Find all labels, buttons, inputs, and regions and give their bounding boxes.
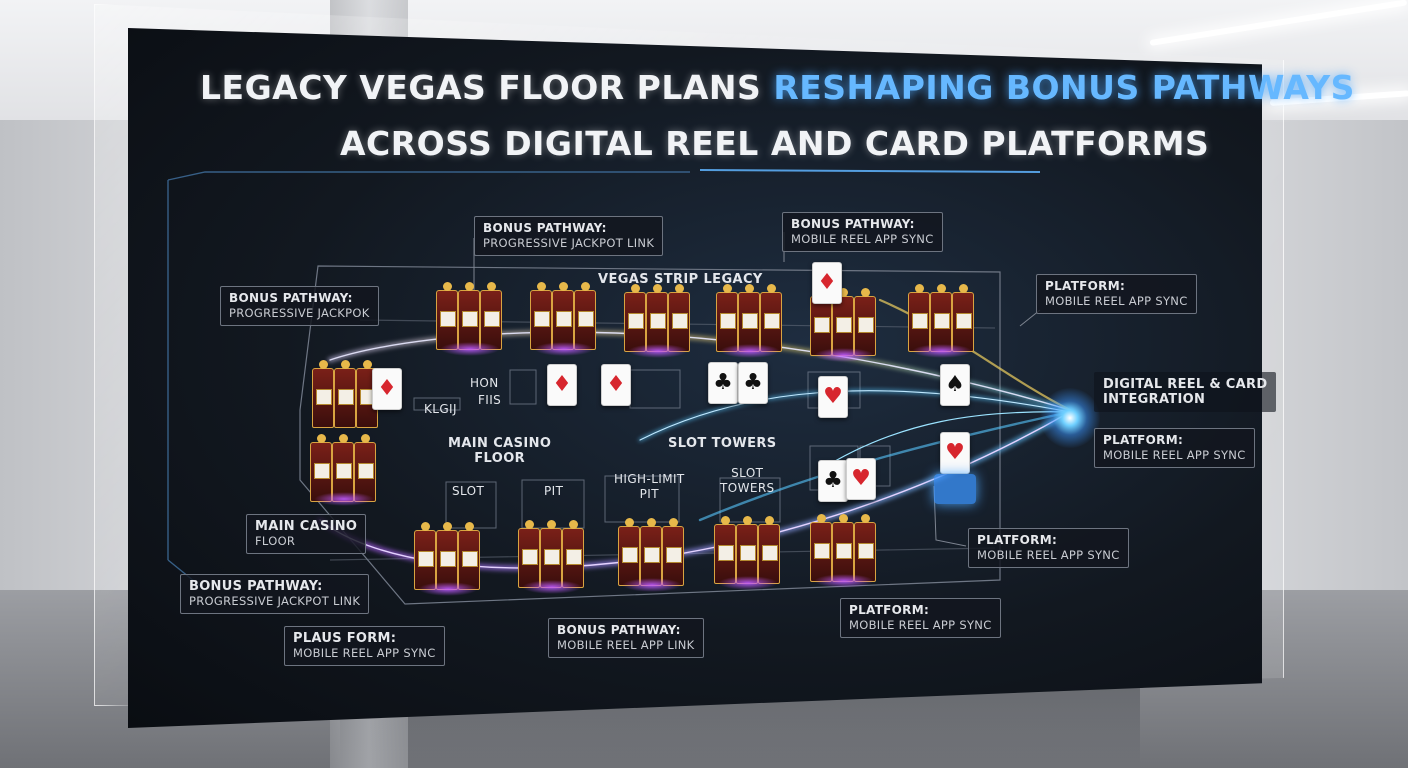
callout-sub: PROGRESSIVE JACKPOT LINK xyxy=(483,236,655,250)
card-club-icon: ♣ xyxy=(818,460,848,502)
callout-sub: MOBILE REEL APP SYNC xyxy=(849,618,992,632)
zone-fiis: FIIS xyxy=(478,393,502,407)
zone-main-casino: MAIN CASINO FLOOR xyxy=(448,436,551,466)
callout-main-floor: MAIN CASINO FLOOR xyxy=(246,514,367,554)
zone-high-limit-pit: HIGH-LIMIT PIT xyxy=(614,472,685,502)
callout-heading: BONUS PATHWAY: xyxy=(229,291,353,305)
callout-top-center: BONUS PATHWAY: PROGRESSIVE JACKPOT LINK xyxy=(474,216,664,256)
zone-pit: PIT xyxy=(544,484,564,498)
callout-bottom-left: PLAUS FORM: MOBILE REEL APP SYNC xyxy=(284,626,445,666)
title-line-1: LEGACY VEGAS FLOOR PLANS RESHAPING BONUS… xyxy=(200,68,1355,107)
zone-slot: SLOT xyxy=(452,484,485,498)
zone-high-limit-line1: HIGH-LIMIT xyxy=(614,472,685,486)
callout-heading: BONUS PATHWAY: xyxy=(483,221,607,235)
card-club-icon: ♣ xyxy=(738,362,768,404)
callout-right-low: PLATFORM: MOBILE REEL APP SYNC xyxy=(968,528,1129,568)
zone-hon: HON xyxy=(470,376,499,390)
callout-heading: PLATFORM: xyxy=(849,603,930,617)
title-line-1-blue: RESHAPING BONUS PATHWAYS xyxy=(773,68,1355,107)
callout-heading: BONUS PATHWAY: xyxy=(557,623,681,637)
card-heart-icon: ♥ xyxy=(940,432,970,474)
mobile-device-icon xyxy=(934,474,976,504)
callout-heading: MAIN CASINO xyxy=(255,519,358,534)
callout-heading: PLATFORM: xyxy=(1045,279,1126,293)
card-diamond-icon: ♦ xyxy=(812,262,842,304)
callout-sub: FLOOR xyxy=(255,534,296,548)
callout-heading: DIGITAL REEL & CARD xyxy=(1103,377,1268,392)
callout-bottom-right: PLATFORM: MOBILE REEL APP SYNC xyxy=(840,598,1001,638)
zone-main-casino-line1: MAIN CASINO xyxy=(448,436,552,451)
zone-slot-towers-lower-line2: TOWERS xyxy=(720,481,775,495)
callout-top-right: BONUS PATHWAY: MOBILE REEL APP SYNC xyxy=(782,212,943,252)
title-line-1-white: LEGACY VEGAS FLOOR PLANS xyxy=(200,68,762,107)
zone-high-limit-line2: PIT xyxy=(639,487,659,501)
integration-hub-icon xyxy=(1040,388,1100,448)
callout-sub: MOBILE REEL APP SYNC xyxy=(791,232,934,246)
card-heart-icon: ♥ xyxy=(818,376,848,418)
callout-sub: MOBILE REEL APP LINK xyxy=(557,638,695,652)
callout-right-upper: PLATFORM: MOBILE REEL APP SYNC xyxy=(1036,274,1197,314)
callout-heading: BONUS PATHWAY: xyxy=(189,579,323,594)
callout-left-low: BONUS PATHWAY: PROGRESSIVE JACKPOT LINK xyxy=(180,574,370,614)
callout-sub: MOBILE REEL APP SYNC xyxy=(293,646,436,660)
callout-left-upper: BONUS PATHWAY: PROGRESSIVE JACKPOK xyxy=(220,286,379,326)
zone-slot-towers-lower-line1: SLOT xyxy=(731,466,764,480)
callout-heading: PLATFORM: xyxy=(977,533,1058,547)
zone-slot-towers-upper: SLOT TOWERS xyxy=(668,436,777,451)
callout-sub: PROGRESSIVE JACKPOK xyxy=(229,306,370,320)
zone-main-casino-line2: FLOOR xyxy=(474,451,526,466)
callout-bottom-center: BONUS PATHWAY: MOBILE REEL APP LINK xyxy=(548,618,704,658)
callout-sub: PROGRESSIVE JACKPOT LINK xyxy=(189,594,361,608)
card-spade-icon: ♠ xyxy=(940,364,970,406)
zone-kigj: KLGIJ xyxy=(424,402,457,416)
card-heart-icon: ♥ xyxy=(846,458,876,500)
callout-heading: PLATFORM: xyxy=(1103,433,1184,447)
callout-sub: INTEGRATION xyxy=(1103,392,1206,407)
card-diamond-icon: ♦ xyxy=(547,364,577,406)
card-diamond-icon: ♦ xyxy=(372,368,402,410)
zone-vegas-strip: VEGAS STRIP LEGACY xyxy=(598,272,763,287)
zone-slot-towers-lower: SLOT TOWERS xyxy=(720,466,775,496)
callout-sub: MOBILE REEL APP SYNC xyxy=(1045,294,1188,308)
card-diamond-icon: ♦ xyxy=(601,364,631,406)
callout-sub: MOBILE REEL APP SYNC xyxy=(977,548,1120,562)
callout-heading: BONUS PATHWAY: xyxy=(791,217,915,231)
card-club-icon: ♣ xyxy=(708,362,738,404)
callout-sub: MOBILE REEL APP SYNC xyxy=(1103,448,1246,462)
callout-integration-hub: DIGITAL REEL & CARD INTEGRATION xyxy=(1094,372,1277,412)
callout-heading: PLAUS FORM: xyxy=(293,631,397,646)
title-line-2: ACROSS DIGITAL REEL AND CARD PLATFORMS xyxy=(340,124,1210,163)
callout-right-mid: PLATFORM: MOBILE REEL APP SYNC xyxy=(1094,428,1255,468)
